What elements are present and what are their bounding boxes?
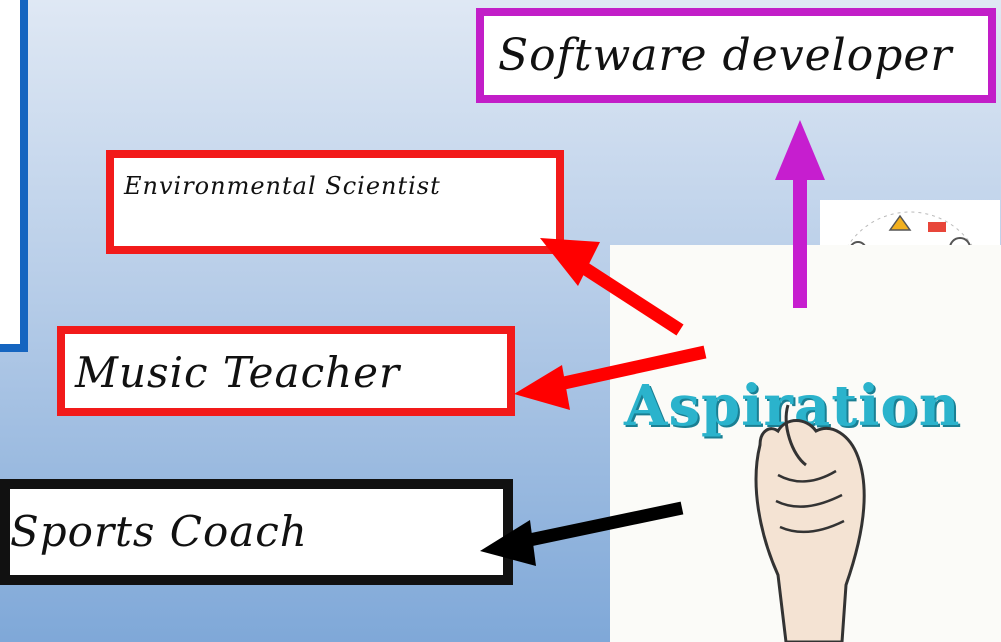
aspiration-picture: Aspiration	[610, 245, 1001, 642]
arrow-up-icon	[775, 120, 825, 308]
environmental-scientist-label: Environmental Scientist	[124, 172, 441, 200]
software-developer-label: Software developer	[498, 30, 953, 81]
arrow-left-icon	[514, 345, 707, 410]
arrow-left-icon	[480, 501, 684, 566]
music-teacher-label: Music Teacher	[75, 348, 401, 397]
music-teacher-box: Music Teacher	[57, 326, 515, 416]
hand-holding-icon	[754, 404, 866, 642]
sports-coach-label: Sports Coach	[10, 507, 308, 556]
arrow-left-icon	[540, 238, 684, 336]
environmental-scientist-box: Environmental Scientist	[106, 150, 564, 254]
left-side-panel	[0, 0, 28, 352]
software-developer-box: Software developer	[476, 8, 996, 103]
sports-coach-box: Sports Coach	[0, 479, 513, 585]
